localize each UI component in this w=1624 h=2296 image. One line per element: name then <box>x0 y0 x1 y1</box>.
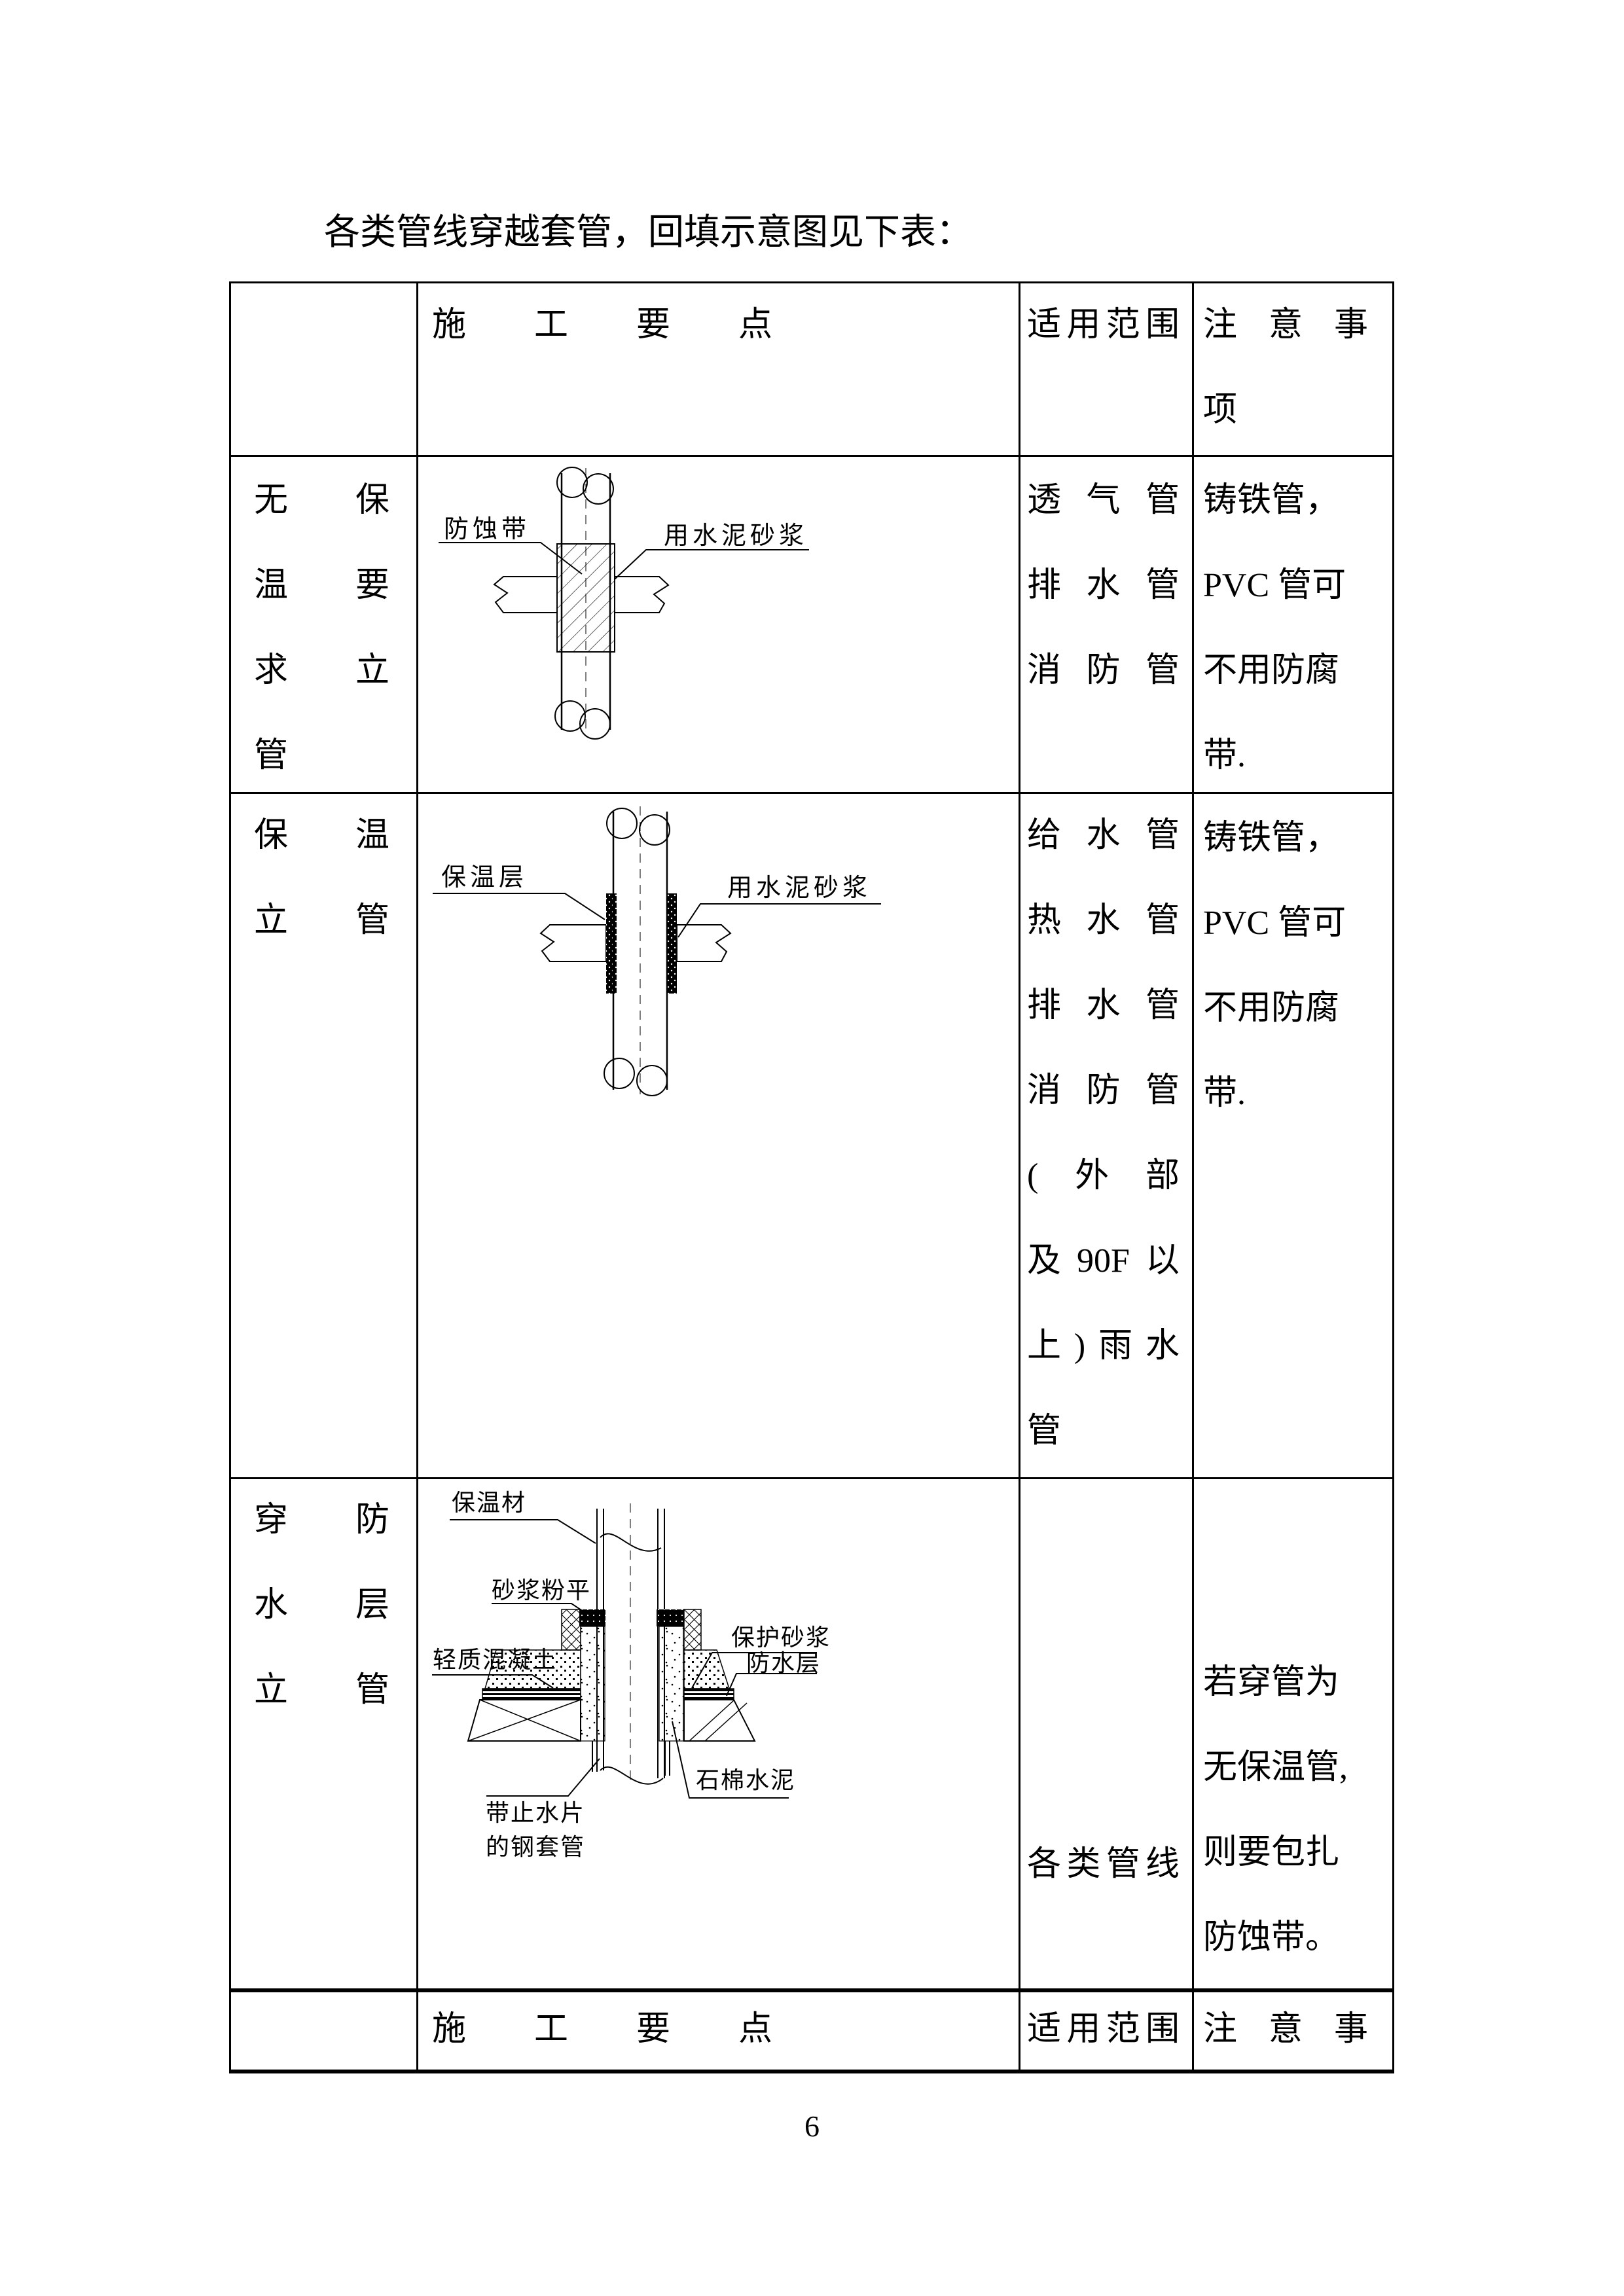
note-line: 不用防腐 <box>1203 652 1340 689</box>
insulation-layer-right <box>666 893 677 994</box>
note-line: PVC 管可 <box>1203 567 1346 604</box>
scope-line: 排水管 <box>1027 987 1180 1024</box>
pipe <box>604 806 670 1096</box>
leader-lines <box>433 893 881 938</box>
header-label: 适用范围 <box>1027 2011 1180 2048</box>
category-line: 立管 <box>254 902 389 939</box>
table-divider-col3 <box>1192 283 1194 2070</box>
scope-line: 给水管 <box>1027 817 1180 854</box>
note-line: 铸铁管， <box>1203 819 1340 857</box>
waterproof-layer-left <box>482 1688 581 1700</box>
floor-slab <box>493 576 670 613</box>
leader-lines <box>439 542 809 580</box>
scope-line: 透气管 <box>1027 482 1180 519</box>
label-mortar-levelling: 砂浆粉平 <box>492 1577 592 1604</box>
row3-notes-cell: 若穿管为 无保温管, 则要包扎 防蚀带。 <box>1203 1640 1381 1981</box>
note-line: 则要包扎 <box>1203 1834 1340 1871</box>
header-label: 适用范围 <box>1027 306 1180 344</box>
header-label: 注 意 事 <box>1203 2011 1368 2048</box>
note-line: 防蚀带。 <box>1203 1919 1340 1956</box>
header-cell-construction-points: 施 工 要 点 <box>432 283 772 368</box>
insulation-cap-right <box>657 1609 684 1626</box>
header-label-line: 注 意 事 <box>1203 306 1368 344</box>
note-line: 铸铁管， <box>1203 482 1340 519</box>
scope-line: 各类管线 <box>1027 1846 1180 1883</box>
header-cell-notes: 注 意 事 项 <box>1203 283 1368 453</box>
label-insulation-layer: 保温层 <box>441 864 528 891</box>
floor-slab <box>467 1699 756 1742</box>
header-label-line: 项 <box>1203 391 1238 429</box>
pipe <box>596 1503 665 1785</box>
asbestos-cement-fill-right <box>659 1626 684 1742</box>
category-line: 无保 <box>254 482 389 519</box>
label-protective-mortar: 保护砂浆 <box>731 1624 831 1651</box>
scope-line: 消防管 <box>1027 1072 1180 1109</box>
category-line: 保温 <box>254 817 389 854</box>
scope-line: 排水管 <box>1027 567 1180 604</box>
category-line: 立管 <box>254 1672 389 1709</box>
note-line: 无保温管, <box>1203 1749 1348 1786</box>
row1-category-cell: 无保 温要 求立 管 <box>254 458 389 798</box>
mortar-levelling-right <box>683 1609 702 1651</box>
scope-line: 及90F以 <box>1027 1242 1180 1280</box>
table-divider-row3 <box>231 1988 1392 1992</box>
note-line: 若穿管为 <box>1203 1664 1340 1701</box>
header-label: 施 工 要 点 <box>432 306 773 344</box>
note-line: 带. <box>1203 737 1246 774</box>
footer-header-notes: 注 意 事 <box>1203 1987 1368 2072</box>
pipe <box>554 467 614 740</box>
scope-line: 上)雨水 <box>1027 1327 1180 1365</box>
label-cement-mortar: 用水泥砂浆 <box>664 522 808 550</box>
label-steel-sleeve-line: 带止水片 <box>486 1800 586 1826</box>
note-line: 带. <box>1203 1075 1246 1112</box>
label-anticorrosion-tape: 防蚀带 <box>444 516 531 543</box>
table-divider-col1 <box>416 283 418 2070</box>
category-line: 管 <box>254 737 289 774</box>
diagram-insulated-riser <box>433 806 881 1096</box>
row1-notes-cell: 铸铁管， PVC 管可 不用防腐 带. <box>1203 458 1381 798</box>
table-divider-row1 <box>231 792 1392 794</box>
row3-scope-cell: 各类管线 <box>1027 1822 1180 1907</box>
row3-category-cell: 穿防 水层 立管 <box>254 1478 389 1733</box>
page-number: 6 <box>804 2109 820 2143</box>
floor-slab <box>539 924 732 962</box>
scope-line: 热水管 <box>1027 902 1180 939</box>
category-line: 求立 <box>254 652 389 689</box>
table-divider-col2 <box>1019 283 1020 2070</box>
scope-line: (外部 <box>1027 1157 1180 1194</box>
protective-mortar <box>683 1649 731 1689</box>
asbestos-cement-fill-left <box>580 1626 605 1742</box>
footer-header-construction-points: 施 工 要 点 <box>432 1987 772 2072</box>
label-steel-sleeve-line: 的钢套管 <box>486 1834 586 1860</box>
note-line: 不用防腐 <box>1203 990 1340 1027</box>
label-waterproof-layer: 防水层 <box>746 1650 821 1676</box>
row2-notes-cell: 铸铁管， PVC 管可 不用防腐 带. <box>1203 796 1381 1136</box>
header-label: 施 工 要 点 <box>432 2011 773 2048</box>
row2-scope-cell: 给水管 热水管 排水管 消防管 (外部 及90F以 上)雨水 管 <box>1027 793 1180 1474</box>
diagram-no-insulation-riser <box>439 467 809 740</box>
row1-scope-cell: 透气管 排水管 消防管 <box>1027 458 1180 713</box>
pipe-sleeve-table <box>229 281 1394 2073</box>
label-cement-mortar: 用水泥砂浆 <box>727 874 872 902</box>
note-line: PVC 管可 <box>1203 905 1346 942</box>
intro-text: 各类管线穿越套管，回填示意图见下表： <box>324 212 973 252</box>
header-cell-scope: 适用范围 <box>1027 283 1180 368</box>
insulation-layer-left <box>606 893 617 994</box>
scope-line: 消防管 <box>1027 652 1180 689</box>
waterproof-layer-right <box>683 1688 734 1700</box>
category-line: 温要 <box>254 567 389 604</box>
row2-category-cell: 保温 立管 <box>254 793 389 963</box>
table-divider-row2 <box>231 1477 1392 1479</box>
diagram-waterproof-layer-riser <box>432 1503 817 1799</box>
footer-header-scope: 适用范围 <box>1027 1987 1180 2072</box>
leader-lines <box>432 1519 817 1799</box>
category-line: 水层 <box>254 1587 389 1624</box>
table-divider-header <box>231 455 1392 457</box>
category-line: 穿防 <box>254 1501 389 1539</box>
mortar-levelling-left <box>561 1609 581 1651</box>
label-lightweight-concrete: 轻质混凝土 <box>433 1647 558 1673</box>
label-insulation-material: 保温材 <box>452 1490 527 1516</box>
label-asbestos-cement: 石棉水泥 <box>696 1767 796 1793</box>
scope-line: 管 <box>1027 1412 1062 1450</box>
